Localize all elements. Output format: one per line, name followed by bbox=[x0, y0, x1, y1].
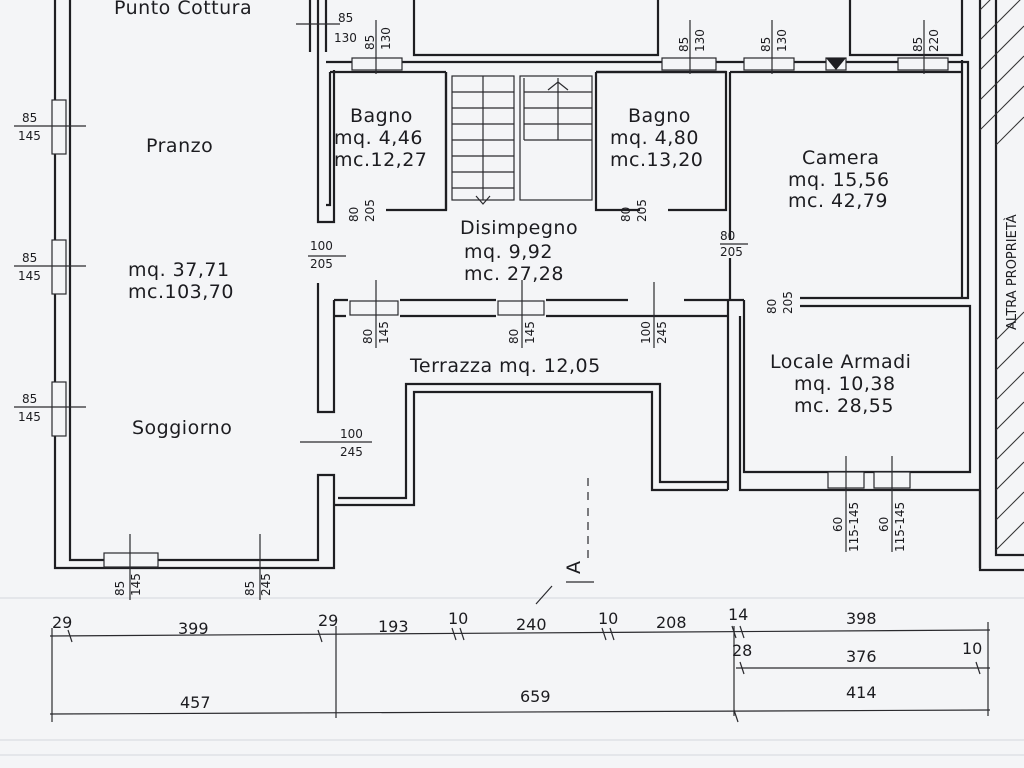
opening-den: 145 bbox=[129, 573, 143, 596]
opening-num: 100 bbox=[639, 321, 653, 344]
opening-num: 85 bbox=[677, 37, 691, 52]
living-area-mq: mq. 37,71 bbox=[128, 259, 230, 281]
walls bbox=[53, 0, 1024, 572]
opening-den: 220 bbox=[927, 29, 941, 52]
opening-num: 85 bbox=[22, 392, 37, 406]
opening-num: 60 bbox=[831, 517, 845, 532]
section-marker: A bbox=[535, 478, 594, 605]
opening-num: 85 bbox=[911, 37, 925, 52]
dimension-values: 29 399 29 193 10 240 10 208 14 398 28 37… bbox=[52, 605, 982, 712]
dimension-mid-3: 10 bbox=[962, 639, 982, 658]
opening-sizes: 85 145 85 145 85 145 85 130 100 205 100 … bbox=[18, 11, 941, 596]
opening-den: 130 bbox=[693, 29, 707, 52]
dimension-top-9: 14 bbox=[728, 605, 748, 624]
dimension-top-8: 208 bbox=[656, 613, 687, 632]
dimension-top-7: 10 bbox=[598, 609, 618, 628]
locale-armadi-mq: mq. 10,38 bbox=[794, 373, 896, 395]
disimpegno-mc: mc. 27,28 bbox=[464, 263, 564, 285]
opening-den: 245 bbox=[340, 445, 363, 459]
staircase bbox=[451, 75, 593, 205]
dimension-top-1: 29 bbox=[52, 613, 72, 632]
opening-den: 205 bbox=[310, 257, 333, 271]
opening-num: 80 bbox=[619, 207, 633, 222]
opening-num: 80 bbox=[765, 299, 779, 314]
opening-num: 80 bbox=[720, 229, 735, 243]
opening-den: 115-145 bbox=[847, 502, 861, 552]
opening-den: 115-145 bbox=[893, 502, 907, 552]
bagno1-label: Bagno bbox=[350, 105, 413, 127]
opening-den: 145 bbox=[18, 129, 41, 143]
opening-num: 85 bbox=[22, 111, 37, 125]
soggiorno-label: Soggiorno bbox=[132, 417, 232, 439]
bagno2-mq: mq. 4,80 bbox=[610, 127, 699, 149]
dimension-mid-2: 376 bbox=[846, 647, 877, 666]
opening-num: 85 bbox=[243, 581, 257, 596]
disimpegno-mq: mq. 9,92 bbox=[464, 241, 553, 263]
opening-num: 80 bbox=[507, 329, 521, 344]
opening-den: 130 bbox=[379, 27, 393, 50]
vent-mark-icon bbox=[826, 58, 846, 70]
opening-num: 85 bbox=[363, 35, 377, 50]
dimension-lines bbox=[49, 622, 991, 723]
dimension-top-2: 399 bbox=[178, 619, 209, 638]
bagno2-label: Bagno bbox=[628, 105, 691, 127]
camera-mq: mq. 15,56 bbox=[788, 169, 890, 191]
opening-num: 85 bbox=[113, 581, 127, 596]
locale-armadi-label: Locale Armadi bbox=[770, 351, 911, 373]
dimension-top-4: 193 bbox=[378, 617, 409, 636]
opening-den: 245 bbox=[259, 573, 273, 596]
bagno1-mc: mc.12,27 bbox=[334, 149, 427, 171]
opening-den: 130 bbox=[334, 31, 357, 45]
opening-den: 245 bbox=[655, 321, 669, 344]
terrazza-label: Terrazza mq. 12,05 bbox=[409, 355, 601, 377]
section-label: A bbox=[563, 561, 585, 575]
bagno1-mq: mq. 4,46 bbox=[334, 127, 423, 149]
living-volume-mc: mc.103,70 bbox=[128, 281, 234, 303]
opening-num: 60 bbox=[877, 517, 891, 532]
pranzo-label: Pranzo bbox=[146, 135, 213, 157]
bagno2-mc: mc.13,20 bbox=[610, 149, 703, 171]
camera-mc: mc. 42,79 bbox=[788, 190, 888, 212]
dimension-top-10: 398 bbox=[846, 609, 877, 628]
opening-num: 85 bbox=[22, 251, 37, 265]
dimension-bottom-3: 414 bbox=[846, 683, 877, 702]
disimpegno-label: Disimpegno bbox=[460, 217, 578, 239]
altra-proprieta-label: ALTRA PROPRIETÀ bbox=[1004, 214, 1020, 330]
paper-grid bbox=[0, 597, 1024, 756]
opening-den: 130 bbox=[775, 29, 789, 52]
dimension-bottom-1: 457 bbox=[180, 693, 211, 712]
property-boundary-hatch bbox=[979, 0, 1024, 551]
opening-den: 145 bbox=[18, 410, 41, 424]
punto-cottura-label: Punto Cottura bbox=[114, 0, 252, 19]
opening-den: 205 bbox=[635, 199, 649, 222]
locale-armadi-mc: mc. 28,55 bbox=[794, 395, 894, 417]
opening-den: 145 bbox=[18, 269, 41, 283]
opening-num: 85 bbox=[759, 37, 773, 52]
opening-leaders bbox=[14, 20, 925, 600]
room-labels: Punto Cottura Pranzo mq. 37,71 mc.103,70… bbox=[114, 0, 1020, 439]
opening-den: 205 bbox=[363, 199, 377, 222]
opening-num: 100 bbox=[310, 239, 333, 253]
dimension-mid-1: 28 bbox=[732, 641, 752, 660]
opening-den: 145 bbox=[523, 321, 537, 344]
dimension-top-6: 240 bbox=[516, 615, 547, 634]
opening-den: 205 bbox=[720, 245, 743, 259]
opening-den: 205 bbox=[781, 291, 795, 314]
camera-label: Camera bbox=[802, 147, 880, 169]
opening-num: 80 bbox=[361, 329, 375, 344]
opening-den: 145 bbox=[377, 321, 391, 344]
opening-num: 80 bbox=[347, 207, 361, 222]
opening-num: 100 bbox=[340, 427, 363, 441]
dimension-bottom-2: 659 bbox=[520, 687, 551, 706]
dimension-top-3: 29 bbox=[318, 611, 338, 630]
opening-num: 85 bbox=[338, 11, 353, 25]
dimension-top-5: 10 bbox=[448, 609, 468, 628]
